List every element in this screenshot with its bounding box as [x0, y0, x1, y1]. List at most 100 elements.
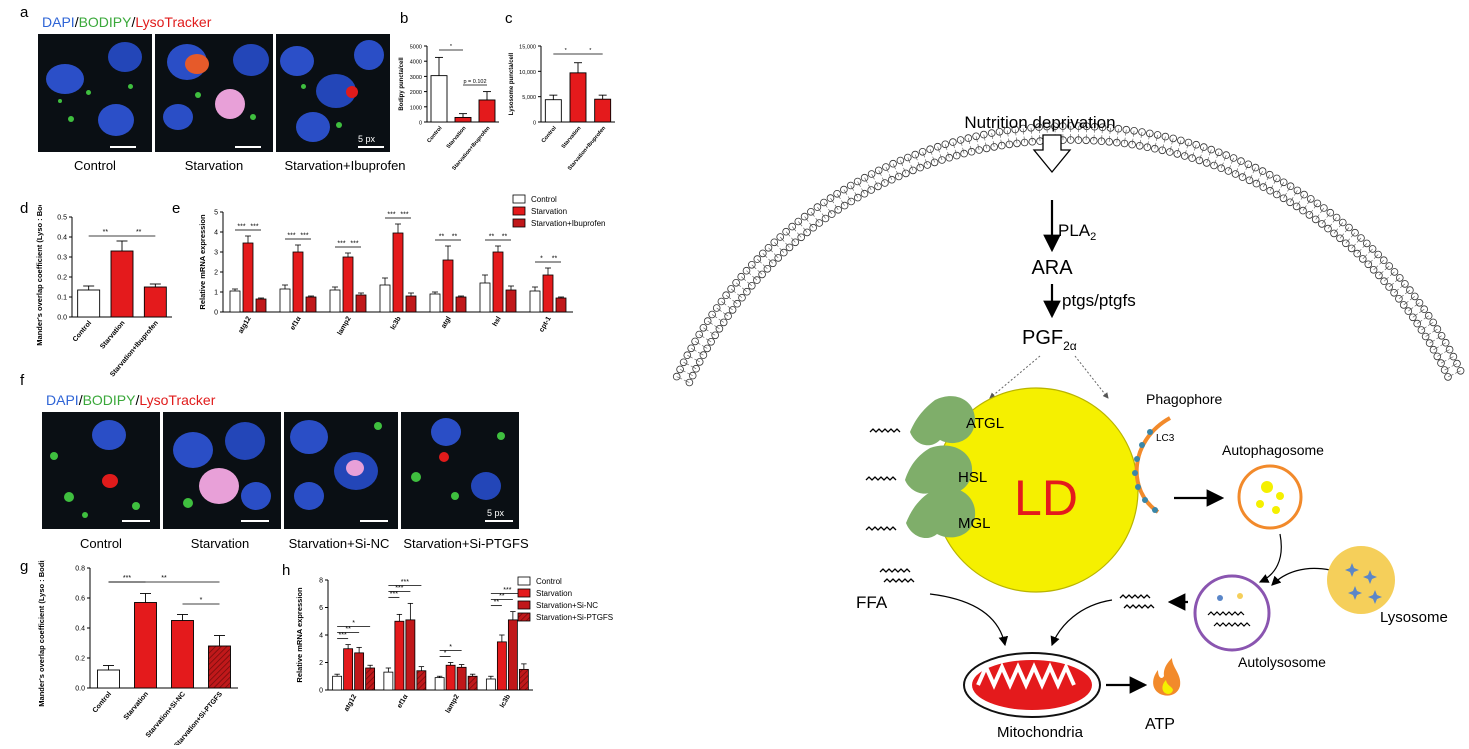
- y-tick-label: 0.8: [75, 566, 85, 573]
- phagophore-membrane: [1134, 416, 1171, 514]
- atgl-enzyme-icon: [910, 396, 975, 446]
- bar: [354, 652, 365, 691]
- significance-label: *: [589, 48, 592, 54]
- lysosome-label: Lysosome: [1380, 609, 1448, 626]
- bar: [429, 293, 441, 313]
- bar: [405, 619, 416, 691]
- legend-label: Starvation+Si-PTGFS: [536, 613, 613, 622]
- ffa-label: FFA: [856, 593, 888, 612]
- significance-label: **: [161, 575, 167, 582]
- caption-f-control: Control: [80, 536, 122, 551]
- significance-label: *: [200, 597, 203, 604]
- bar: [455, 296, 467, 313]
- x-tick-label: atg12: [238, 315, 253, 334]
- bar: [279, 288, 291, 313]
- x-tick-label: Starvation+Si-NC: [145, 691, 187, 739]
- significance-label: ***: [250, 224, 258, 231]
- scale-label-a: 5 px: [358, 134, 376, 144]
- legend-label: Starvation+Si-NC: [536, 601, 598, 610]
- significance-label: ***: [337, 241, 345, 248]
- legend-swatch: [517, 576, 531, 586]
- x-tick-label: Starvation: [561, 125, 583, 150]
- bar: [208, 645, 231, 689]
- y-tick-label: 0.3: [57, 255, 67, 262]
- x-tick-label: atg12: [343, 693, 358, 712]
- ptgs-label: ptgs/ptgfs: [1062, 291, 1136, 310]
- caption-f-siptgfs: Starvation+Si-PTGFS: [403, 536, 529, 551]
- y-axis-label: Lysosome puncta/cell: [509, 52, 515, 115]
- bar: [544, 99, 562, 123]
- legend-swatch: [512, 218, 526, 228]
- bar: [77, 289, 101, 318]
- bar: [416, 670, 427, 691]
- bar: [383, 671, 394, 691]
- caption-f-starvation: Starvation: [190, 536, 250, 551]
- lc3-label: LC3: [1156, 433, 1175, 444]
- panel-label-c: c: [505, 10, 513, 27]
- y-tick-label: 2: [214, 270, 218, 277]
- stain-legend-f: DAPI/BODIPY/LysoTracker: [46, 392, 216, 408]
- bar: [507, 619, 518, 691]
- bar: [332, 675, 343, 691]
- significance-label: **: [136, 229, 142, 236]
- micrograph-f-sinc: [284, 412, 398, 529]
- bar: [329, 289, 341, 313]
- bar: [505, 289, 517, 313]
- y-tick-label: 1000: [410, 105, 422, 111]
- x-tick-label: atgl: [440, 315, 452, 329]
- bar: [542, 274, 554, 313]
- fatty-acid-chains: [865, 428, 1155, 609]
- y-axis-label: Mander's overlap coefficient (Lyso : Bod…: [37, 560, 46, 707]
- x-tick-label: lamp2: [445, 693, 461, 714]
- significance-label: ***: [350, 241, 358, 248]
- legend-label: Starvation: [531, 207, 567, 216]
- significance-label: **: [345, 626, 351, 633]
- x-tick-label: Control: [426, 125, 443, 144]
- stain-bodipy: BODIPY: [82, 392, 136, 408]
- micrograph-f-siptgfs: 5 px: [401, 412, 519, 529]
- bar: [355, 294, 367, 313]
- legend-label: Control: [536, 577, 562, 586]
- hollow-arrow-icon: [1032, 134, 1072, 174]
- bar: [479, 282, 491, 313]
- bar: [405, 295, 417, 313]
- bar: [467, 675, 478, 691]
- significance-label: ***: [400, 212, 408, 219]
- y-tick-label: 0.6: [75, 596, 85, 603]
- micrograph-row-f: 5 px: [42, 412, 519, 529]
- significance-label: **: [439, 234, 445, 241]
- x-tick-label: lc3b: [499, 694, 512, 710]
- legend-swatch: [517, 600, 531, 610]
- panel-label-d: d: [20, 200, 29, 217]
- y-tick-label: 1: [214, 290, 218, 297]
- x-tick-label: Starvation: [99, 320, 126, 351]
- ara-label: ARA: [1031, 257, 1073, 279]
- bar: [305, 296, 317, 313]
- significance-label: *: [449, 644, 452, 651]
- y-tick-label: 0.5: [57, 215, 67, 222]
- bar: [454, 116, 472, 123]
- legend-swatch: [517, 612, 531, 622]
- bar: [229, 290, 241, 313]
- stain-lysotracker: LysoTracker: [139, 392, 216, 408]
- panel-label-e: e: [172, 200, 181, 217]
- panel-label-h: h: [282, 562, 291, 579]
- y-tick-label: 4: [319, 633, 323, 640]
- bar: [456, 666, 467, 691]
- bar: [379, 284, 391, 313]
- y-tick-label: 5000: [410, 45, 422, 51]
- panel-label-f: f: [20, 372, 25, 389]
- phagophore-label: Phagophore: [1146, 391, 1223, 407]
- legend-label: Starvation: [536, 589, 572, 598]
- x-tick-label: cpt-1: [538, 315, 552, 333]
- y-tick-label: 10,000: [519, 70, 536, 76]
- bar: [430, 75, 448, 123]
- hsl-label: HSL: [958, 469, 987, 486]
- bar: [343, 648, 354, 691]
- stain-bodipy: BODIPY: [78, 14, 132, 30]
- atp-label: ATP: [1145, 716, 1175, 733]
- y-tick-label: 0.2: [57, 275, 67, 282]
- bar: [485, 678, 496, 691]
- autophagosome: [1237, 464, 1303, 530]
